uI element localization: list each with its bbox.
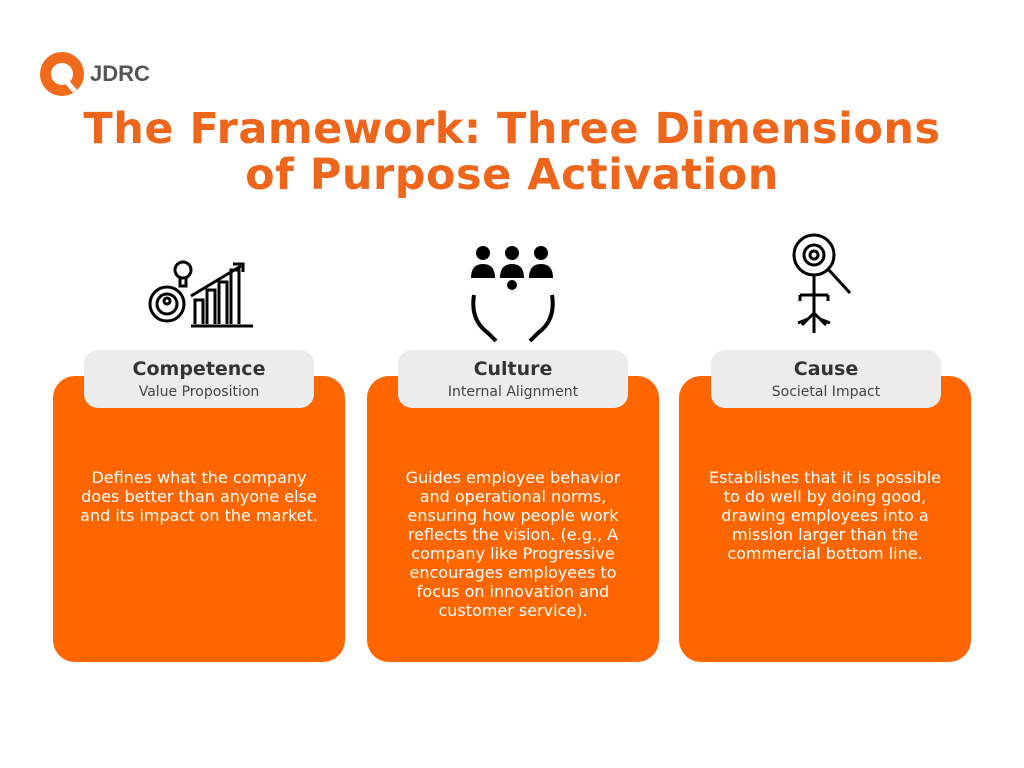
culture-heading: Culture: [473, 358, 553, 380]
culture-subheading: Internal Alignment: [447, 384, 579, 400]
competence-label: Competence Value Proposition: [84, 350, 314, 408]
cause-label: Cause Societal Impact: [711, 350, 941, 408]
cause-heading: Cause: [793, 358, 859, 380]
page-title: The Framework: Three Dimensions of Purpo…: [0, 106, 1024, 198]
logo: JDRC: [40, 52, 150, 96]
culture-description: Guides employee behavior and operational…: [405, 468, 621, 620]
title-line-2: of Purpose Activation: [245, 150, 779, 200]
competence-subheading: Value Proposition: [138, 384, 260, 400]
cause-card: Establishes that it is possible to do we…: [679, 376, 971, 662]
cause-description: Establishes that it is possible to do we…: [708, 468, 942, 563]
gear-lightbulb-growth-chart-icon: [148, 260, 253, 328]
culture-card: Guides employee behavior and operational…: [367, 376, 659, 662]
competence-card: Defines what the company does better tha…: [53, 376, 345, 662]
competence-description: Defines what the company does better tha…: [80, 468, 318, 525]
cause-subheading: Societal Impact: [771, 384, 881, 400]
logo-icon: [40, 52, 84, 96]
title-line-1: The Framework: Three Dimensions: [83, 104, 941, 154]
team-hands-icon: [471, 246, 555, 343]
magnifier-gear-roots-icon: [792, 233, 852, 333]
competence-heading: Competence: [132, 358, 266, 380]
culture-label: Culture Internal Alignment: [398, 350, 628, 408]
logo-text: JDRC: [90, 61, 150, 86]
